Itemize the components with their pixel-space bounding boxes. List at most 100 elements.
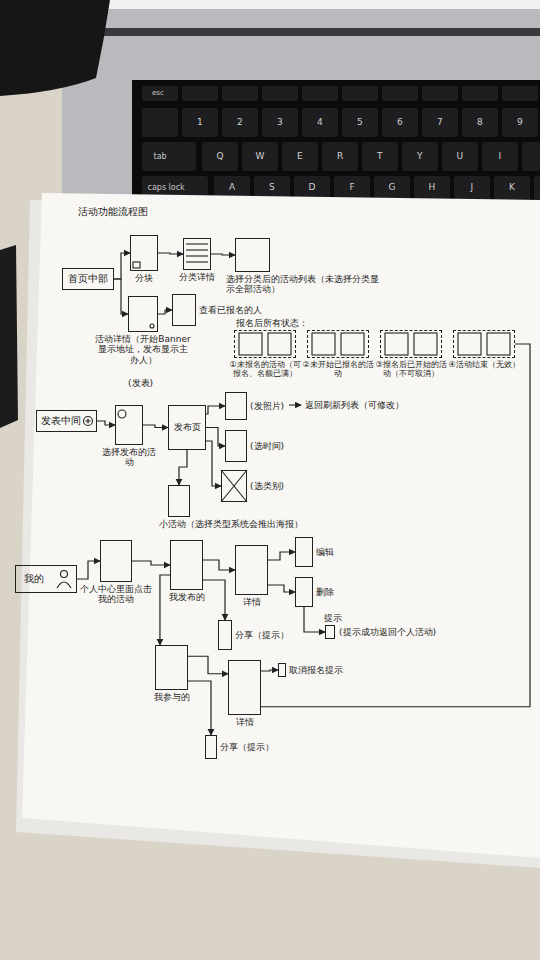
laptop-hinge: [90, 28, 540, 36]
note-label: 返回刷新列表（可修改）: [305, 400, 404, 410]
box-caption: 详情: [236, 717, 254, 727]
screen-box: 分块: [130, 235, 158, 271]
screen-box: 个人中心里面点击我的活动: [100, 540, 132, 582]
box-caption: 删除: [316, 587, 334, 597]
box-caption: ③报名后已开始的活动（不可取消）: [375, 360, 447, 378]
box-caption: 详情: [243, 597, 261, 607]
box-caption: ②未开始已报名的活动: [302, 360, 374, 378]
key-label: 1: [197, 117, 203, 127]
screen-box: 详情: [228, 660, 261, 715]
mini-screen: [385, 333, 408, 355]
flow-connector: [143, 425, 168, 428]
status-group: ②未开始已报名的活动: [307, 330, 369, 358]
flow-connector: [188, 681, 211, 735]
screen-box: 分享（提示）: [218, 620, 232, 650]
flow-connector: [206, 406, 225, 414]
screen-box: (选类别): [221, 470, 247, 502]
key-label: Y: [417, 151, 423, 161]
key-label: 6: [397, 117, 403, 127]
list-row: [186, 261, 208, 262]
screen-box: (选时间): [225, 430, 247, 462]
flow-connector: [203, 560, 235, 570]
key-label: S: [269, 182, 275, 192]
leader-arrow: [289, 404, 301, 405]
key-label: esc: [152, 89, 164, 97]
key-label: 7: [437, 117, 443, 127]
flow-connector: [160, 575, 170, 645]
key-label: 4: [317, 117, 323, 127]
key-label: U: [457, 151, 464, 161]
box-caption: (提示成功返回个人活动): [339, 627, 436, 637]
status-group: ④活动结束（无效）: [453, 330, 515, 358]
box-label: 首页中部: [68, 273, 108, 285]
diagram-title: 活动功能流程图: [78, 206, 148, 218]
key-label: 8: [477, 117, 483, 127]
flow-connector: [114, 253, 130, 279]
flow-connector: [77, 561, 100, 579]
plus-icon: [87, 419, 88, 424]
flow-connector: [261, 670, 278, 671]
box-caption: (选类别): [250, 481, 284, 491]
flow-connector: [114, 279, 128, 314]
key-label: A: [229, 182, 235, 192]
mini-screen: [268, 333, 291, 355]
box-caption: (选时间): [250, 441, 284, 451]
key-label: 3: [277, 117, 283, 127]
screen-widget: [133, 262, 140, 268]
status-group: ①未报名的活动（可报名、名额已满）: [234, 330, 296, 358]
number-keys: [140, 108, 540, 138]
screen-dot: [118, 410, 126, 418]
entry-tab: 发表中间: [36, 410, 97, 432]
screen-box: 编辑: [295, 537, 313, 567]
note-label: 报名后所有状态：: [236, 318, 308, 328]
box-label: 发表中间: [41, 415, 81, 427]
list-row: [186, 249, 208, 250]
box-label: 发布页: [174, 422, 201, 432]
screen-box: 我发布的: [170, 540, 203, 590]
box-caption: 个人中心里面点击我的活动: [79, 584, 153, 605]
key-label: caps lock: [148, 183, 185, 192]
box-caption: 提示: [324, 613, 342, 623]
flow-connector: [158, 253, 183, 254]
cross-mark: [221, 470, 247, 502]
flow-connector: [97, 421, 115, 425]
screen-box: 选择分类后的活动列表（未选择分类显示全部活动）: [235, 238, 270, 272]
key-label: T: [377, 151, 383, 161]
note-label: (发表): [128, 378, 153, 388]
tip-box: 取消报名提示: [278, 663, 286, 677]
screen-dot: [150, 324, 154, 328]
screen-box: 我参与的: [155, 645, 188, 690]
flow-connector: [206, 441, 221, 486]
tab-key: [142, 142, 196, 171]
key-label: R: [337, 151, 343, 161]
key-label: G: [389, 182, 396, 192]
mini-screen: [341, 333, 364, 355]
key-label: tab: [154, 152, 167, 161]
mini-screen: [487, 333, 510, 355]
person-icon: [57, 582, 71, 588]
screen-box: (发照片): [225, 392, 247, 420]
box-caption: 选择发布的活动: [99, 447, 159, 468]
flow-connector: [179, 450, 187, 485]
key-label: H: [429, 182, 436, 192]
box-caption: ④活动结束（无效）: [448, 360, 520, 369]
cross-mark: [221, 470, 247, 502]
flow-connector: [304, 607, 325, 632]
mini-screen: [414, 333, 437, 355]
flow-connector: [188, 656, 228, 674]
flow-connector: [158, 310, 172, 314]
screen-box: 详情: [235, 545, 268, 595]
laptop-body: [62, 0, 540, 214]
box-caption: 小活动（选择类型系统会推出海报）: [159, 519, 303, 529]
sketch-details: [57, 244, 510, 588]
laptop-screen: [80, 0, 540, 9]
person-icon: [61, 571, 68, 578]
box-label: 我的: [24, 573, 44, 585]
tip-box: 提示(提示成功返回个人活动): [325, 625, 335, 639]
key-label: F: [350, 182, 355, 192]
pouch: [0, 0, 110, 96]
box-caption: 查看已报名的人: [199, 305, 262, 315]
screen-box: 活动详情（开始Banner显示地址，发布显示主办人）: [128, 296, 158, 332]
